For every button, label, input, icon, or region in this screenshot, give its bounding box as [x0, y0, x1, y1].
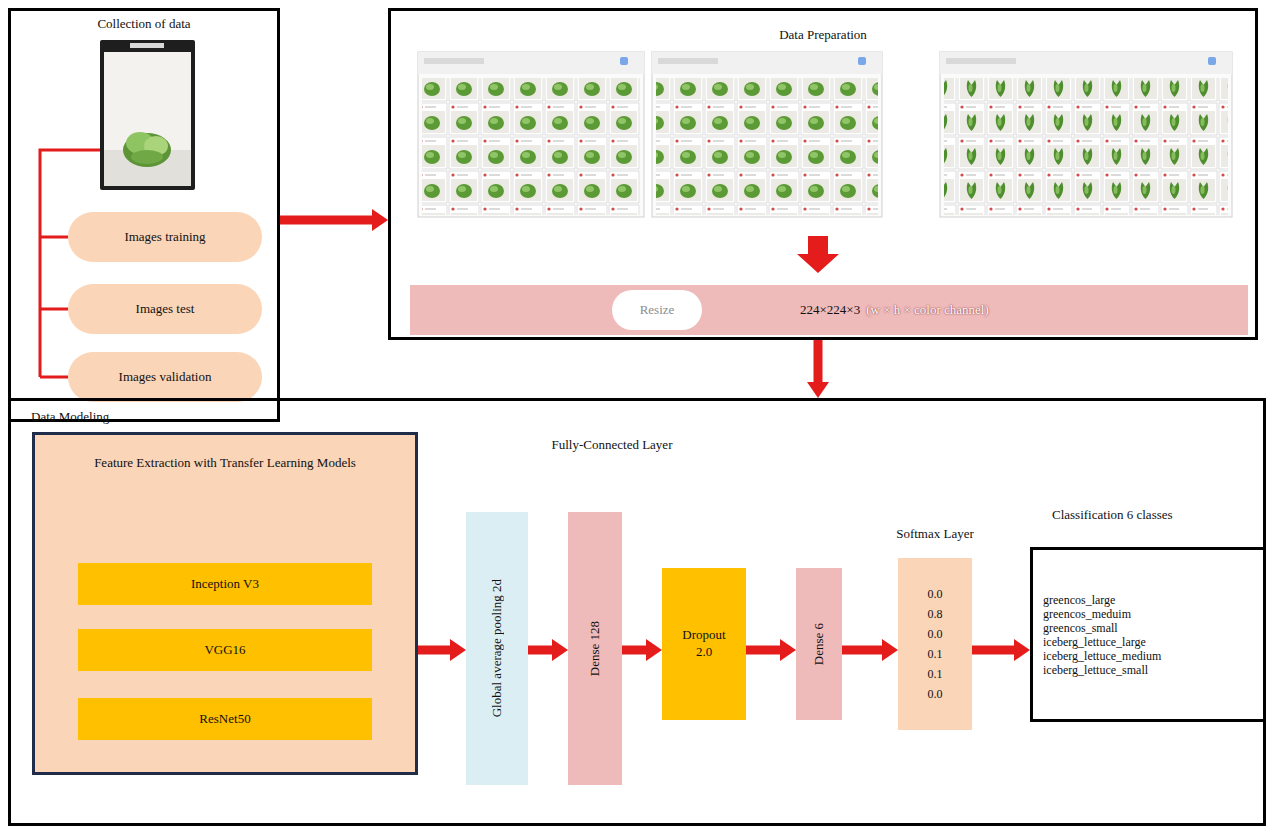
softmax-box: Softmax Layer 0.0 0.8 0.0 0.1 0.1 0.0 [898, 524, 972, 730]
layer-block: Dropout 2.0 [662, 568, 746, 720]
block-heading: Softmax Layer [896, 524, 974, 558]
block-label: Inception V3 [191, 576, 259, 592]
block-label: Images test [136, 301, 195, 317]
flow-arrow [807, 340, 829, 398]
panel-title: Collection of data [11, 16, 277, 32]
block-label: Global average pooling 2d [489, 579, 505, 717]
flow-arrow [797, 236, 839, 273]
flow-arrow [746, 639, 796, 661]
resize-pill: Resize [612, 290, 702, 330]
layer-block: Global average pooling 2d [466, 512, 528, 785]
model-bar: Inception V3 [78, 563, 372, 605]
layer-block: Dense 6 [796, 568, 842, 720]
flow-arrow [972, 639, 1030, 661]
block-label: Dense 128 [587, 621, 603, 676]
flow-arrow [418, 639, 466, 661]
block-label: Dropout 2.0 [682, 627, 725, 661]
block-heading: Classification 6 classes [1030, 505, 1266, 547]
flow-arrow [842, 639, 898, 661]
size-text: 224×224×3 [800, 302, 860, 318]
label-holder: Fully-Connected Layer [512, 437, 712, 453]
block-label: Feature Extraction with Transfer Learnin… [45, 455, 405, 471]
block-body: 0.0 0.8 0.0 0.1 0.1 0.0 [928, 584, 943, 704]
bracket-line [40, 150, 100, 377]
flow-arrow [280, 209, 388, 231]
screenshot [652, 52, 882, 217]
stage-panel: Collection of dataImages trainingImages … [8, 8, 280, 422]
model-bar: ResNet50 [78, 698, 372, 740]
feature-extraction-box: Feature Extraction with Transfer Learnin… [32, 432, 418, 775]
image-set-pill: Images validation [68, 352, 262, 402]
layer-block: Dense 128 [568, 512, 622, 785]
block-fill: greencos_large greencos_meduim greencos_… [1030, 547, 1266, 722]
image-set-pill: Images test [68, 284, 262, 334]
flow-arrow [528, 639, 568, 661]
block-label: Images training [124, 229, 205, 245]
class-list-box: Classification 6 classes greencos_large g… [1030, 505, 1266, 722]
panel-title: Data Preparation [391, 27, 1255, 43]
size-note: (w × h × color channel) [866, 302, 989, 318]
panel-title: Data Modeling [11, 409, 1263, 425]
stage-panel: Data ModelingFeature Extraction with Tra… [8, 398, 1266, 826]
image-set-pill: Images training [68, 212, 262, 262]
screenshot [418, 52, 644, 217]
section-label: Fully-Connected Layer [512, 437, 712, 453]
block-label: Images validation [119, 369, 212, 385]
block-label: VGG16 [204, 642, 245, 658]
block-label: Dense 6 [811, 623, 827, 665]
stage-panel: Data Preparation 224×224×3 (w × h × color … [388, 8, 1258, 340]
model-bar: VGG16 [78, 629, 372, 671]
resize-band: 224×224×3 (w × h × color channel) Resize [410, 285, 1248, 335]
screenshot [940, 52, 1232, 217]
block-label: Resize [640, 302, 675, 318]
photo-box [100, 40, 195, 190]
block-fill: 0.0 0.8 0.0 0.1 0.1 0.0 [898, 558, 972, 730]
block-label: ResNet50 [199, 711, 250, 727]
flow-arrow [622, 639, 662, 661]
block-body: greencos_large greencos_meduim greencos_… [1043, 593, 1161, 677]
